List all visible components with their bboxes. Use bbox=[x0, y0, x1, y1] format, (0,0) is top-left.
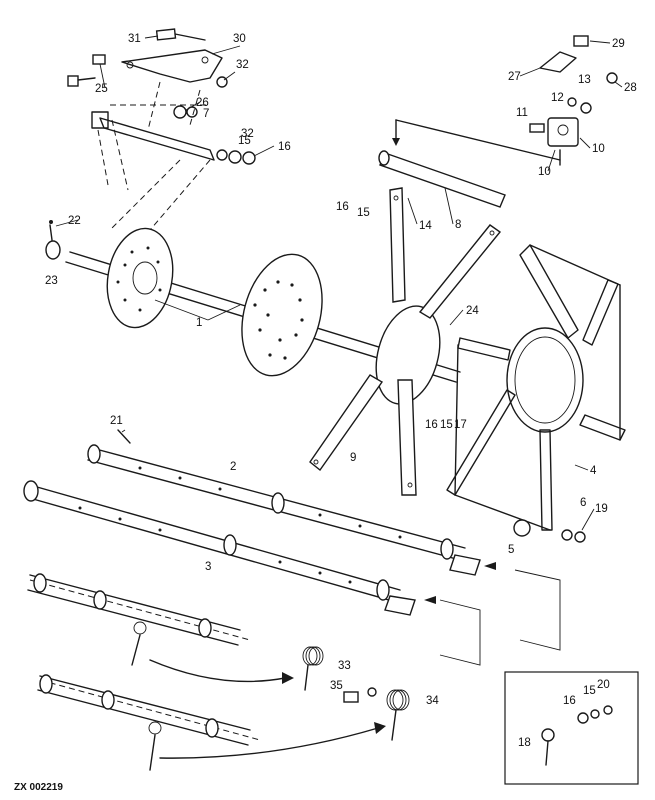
callout-27: 27 bbox=[508, 71, 521, 83]
callout-15d: 15 bbox=[583, 685, 596, 697]
callout-16b: 16 bbox=[336, 201, 349, 213]
callout-1: 1 bbox=[196, 317, 202, 329]
callout-18: 18 bbox=[518, 737, 531, 749]
callout-8: 8 bbox=[455, 219, 461, 231]
tine-holes bbox=[78, 466, 402, 584]
callout-34: 34 bbox=[426, 695, 439, 707]
pin-21 bbox=[117, 429, 131, 444]
inset-detail-box bbox=[504, 671, 639, 785]
callout-10a: 10 bbox=[592, 143, 605, 155]
callout-5: 5 bbox=[508, 544, 514, 556]
callout-28: 28 bbox=[624, 82, 637, 94]
tine-bar-3 bbox=[23, 480, 416, 616]
spring-34 bbox=[343, 687, 410, 741]
callout-13: 13 bbox=[578, 74, 591, 86]
callout-labels: 1 2 3 4 5 6 7 8 9 10 10 11 12 13 14 15 1… bbox=[45, 33, 637, 749]
callout-11: 11 bbox=[516, 107, 528, 119]
figure-code: ZX 002219 bbox=[14, 782, 63, 793]
spring-33 bbox=[302, 646, 324, 691]
callout-4: 4 bbox=[590, 465, 597, 477]
bracket-assembly bbox=[67, 28, 256, 231]
callout-29: 29 bbox=[612, 38, 625, 50]
callout-25: 25 bbox=[95, 83, 108, 95]
callout-15b: 15 bbox=[357, 207, 370, 219]
callout-23: 23 bbox=[45, 275, 58, 287]
callout-12: 12 bbox=[551, 92, 564, 104]
bearing-bracket bbox=[529, 35, 618, 166]
callout-33: 33 bbox=[338, 660, 351, 672]
callout-17: 17 bbox=[454, 419, 467, 431]
reel-frame bbox=[446, 244, 626, 543]
tine-bar-2 bbox=[87, 444, 481, 576]
callout-14: 14 bbox=[419, 220, 432, 232]
callout-20: 20 bbox=[597, 679, 610, 691]
callout-3: 3 bbox=[205, 561, 211, 573]
callout-7: 7 bbox=[203, 108, 209, 120]
lower-tine-bar-lower bbox=[37, 674, 386, 771]
callout-32a: 32 bbox=[236, 59, 249, 71]
callout-15c: 15 bbox=[440, 419, 453, 431]
crossbar bbox=[378, 119, 561, 208]
callout-16a: 16 bbox=[278, 141, 291, 153]
leader-lines bbox=[55, 35, 623, 531]
callout-31: 31 bbox=[128, 33, 141, 45]
callout-24: 24 bbox=[466, 305, 479, 317]
callout-15a: 15 bbox=[238, 135, 251, 147]
callout-30: 30 bbox=[233, 33, 246, 45]
callout-6: 6 bbox=[580, 497, 586, 509]
callout-32b: 32 bbox=[241, 128, 254, 140]
callout-9: 9 bbox=[350, 452, 356, 464]
callout-2: 2 bbox=[230, 461, 236, 473]
lower-tine-bar-upper bbox=[27, 573, 294, 684]
main-shaft-assembly bbox=[45, 187, 502, 496]
callout-19: 19 bbox=[595, 503, 608, 515]
callout-26: 26 bbox=[196, 97, 209, 109]
side-frame-detail bbox=[424, 562, 561, 666]
callout-16d: 16 bbox=[563, 695, 576, 707]
callout-16c: 16 bbox=[425, 419, 438, 431]
callout-21: 21 bbox=[110, 415, 123, 427]
callout-35: 35 bbox=[330, 680, 343, 692]
callout-10b: 10 bbox=[538, 166, 551, 178]
